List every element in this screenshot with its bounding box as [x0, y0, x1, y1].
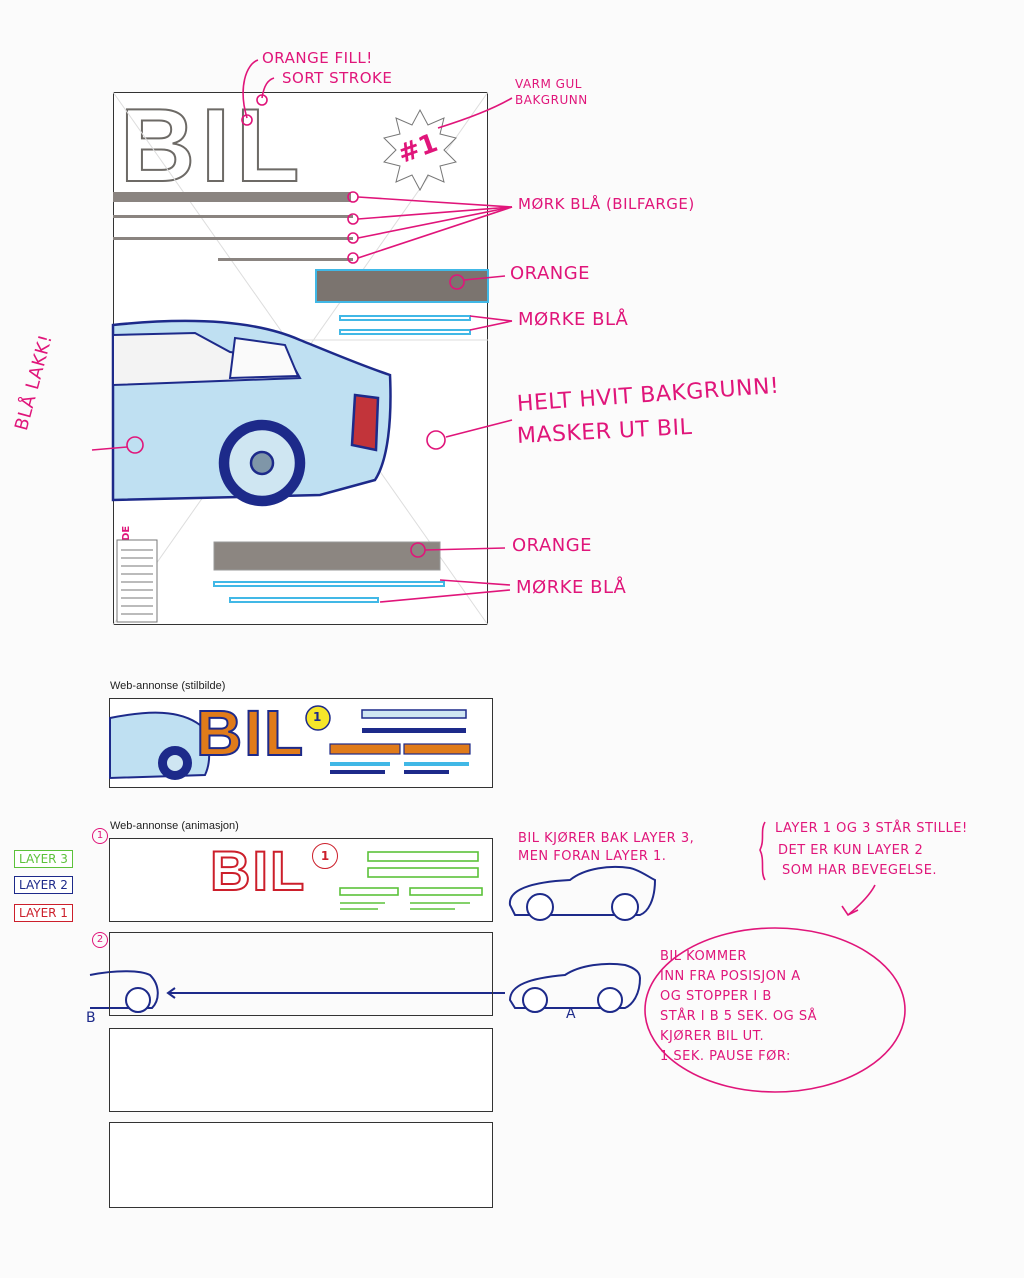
poster-product-code-lines [116, 539, 158, 623]
note-still-2: DET ER KUN LAYER 2 [778, 843, 924, 858]
layer-2-tag: LAYER 2 [14, 876, 73, 894]
note-sort-stroke: SORT STROKE [282, 69, 393, 87]
note-orange-1: ORANGE [510, 263, 591, 284]
anim-point-a: A [566, 1006, 576, 1022]
note-orange-2: ORANGE [512, 535, 593, 556]
note-warm-yellow-1: VARM GUL [515, 77, 582, 91]
poster-blue-line-1 [339, 315, 471, 321]
poster-badge-star [383, 108, 457, 192]
web-still-caption: Web-annonse (stilbilde) [110, 680, 226, 692]
anim-car-outline [508, 865, 657, 921]
poster-line-2 [113, 237, 353, 240]
anim-frame-1-number: 1 [92, 828, 108, 844]
note-car-drives-2: MEN FORAN LAYER 1. [518, 849, 667, 864]
note-dark-blue-2: MØRKE BLÅ [516, 577, 627, 598]
poster-blue-line-3 [213, 581, 445, 587]
poster-header-bar [113, 192, 351, 202]
poster-blue-line-2 [339, 329, 471, 335]
anim-frame-4 [109, 1122, 493, 1208]
note-orange-fill: ORANGE FILL! [262, 49, 373, 67]
note-dark-blue-1: MØRKE BLÅ [518, 309, 629, 330]
poster-line-1 [113, 215, 353, 218]
note-motion-3: OG STOPPER I B [660, 989, 772, 1004]
note-motion-6: 1 SEK. PAUSE FØR: [660, 1049, 791, 1064]
web-still-title: BIL [195, 696, 306, 770]
note-motion-5: KJØRER BIL UT. [660, 1029, 765, 1044]
note-motion-2: INN FRA POSISJON A [660, 969, 801, 984]
anim-point-b: B [86, 1010, 96, 1026]
anim-frame-3 [109, 1028, 493, 1112]
note-motion-4: STÅR I B 5 SEK. OG SÅ [660, 1009, 818, 1024]
layer-3-tag: LAYER 3 [14, 850, 73, 868]
poster-blue-line-4 [229, 597, 379, 603]
note-still-3: SOM HAR BEVEGELSE. [782, 863, 938, 878]
anim-frame-2-number: 2 [92, 932, 108, 948]
poster-car [111, 319, 392, 507]
note-warm-yellow-2: BAKGRUNN [515, 93, 588, 107]
anim-frame-2 [109, 932, 493, 1016]
anim-badge: 1 [312, 843, 338, 869]
note-dark-blue-car: MØRK BLÅ (BILFARGE) [518, 195, 695, 213]
poster-line-3 [218, 258, 353, 261]
layer-1-tag: LAYER 1 [14, 904, 73, 922]
poster-title: BIL [119, 87, 306, 205]
note-still-1: LAYER 1 OG 3 STÅR STILLE! [775, 821, 968, 836]
note-car-drives-1: BIL KJØRER BAK LAYER 3, [518, 831, 695, 846]
poster-orange-block-2 [213, 541, 441, 571]
web-anim-caption: Web-annonse (animasjon) [110, 820, 239, 832]
anim-title: BIL [209, 838, 307, 903]
web-still-badge: 1 [313, 710, 322, 724]
note-motion-1: BIL KOMMER [660, 949, 747, 964]
